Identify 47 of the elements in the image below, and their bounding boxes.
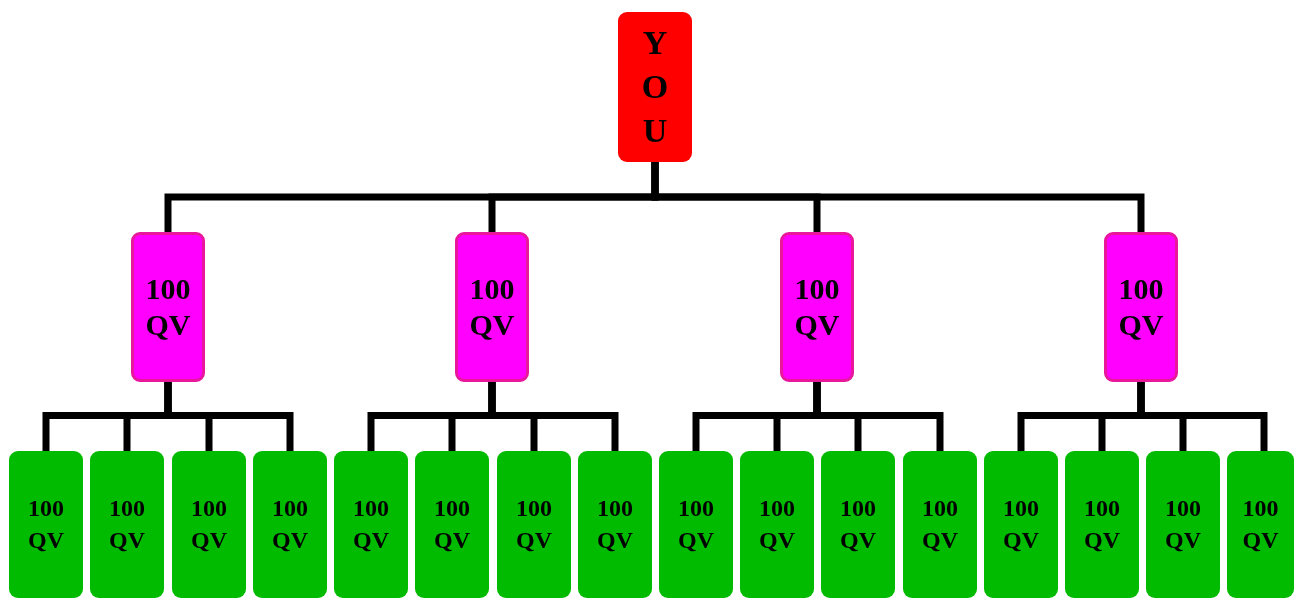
node-label: 100 QV [468,271,516,343]
member-box [1227,451,1294,598]
node-label: 100 QV [433,494,471,555]
node-label: 100 QV [144,271,192,343]
level-one-box [455,232,529,382]
node-label: 100 QV [1241,494,1280,555]
member-box [740,451,814,598]
node-label: 100 QV [921,494,959,555]
connector-line [1137,382,1268,451]
level-one-box [131,232,205,382]
member-box [821,451,895,598]
connector-line [164,382,294,451]
level-one-box [780,232,854,382]
node-label: 100 QV [1002,494,1040,555]
node-label: 100 QV [352,494,390,555]
member-box [1065,451,1139,598]
node-label: 100 QV [677,494,715,555]
node-label: YOU [640,22,670,152]
member-box [415,451,489,598]
node-label: 100 QV [515,494,553,555]
member-box [497,451,571,598]
connector-line [651,162,1145,232]
node-label: 100 QV [1083,494,1121,555]
member-box [253,451,327,598]
node-label: 100 QV [1117,271,1165,343]
root-box [618,12,692,162]
member-box [984,451,1058,598]
member-box [9,451,83,598]
node-label: 100 QV [839,494,877,555]
member-box [172,451,246,598]
node-label: 100 QV [108,494,146,555]
member-box [578,451,652,598]
node-label: 100 QV [596,494,634,555]
node-label: 100 QV [793,271,841,343]
member-box [903,451,977,598]
connector-line [813,382,944,451]
member-box [334,451,408,598]
node-label: 100 QV [758,494,796,555]
node-label: 100 QV [27,494,65,555]
node-label: 100 QV [190,494,228,555]
connector-line [488,382,619,451]
node-label: 100 QV [1164,494,1202,555]
member-box [90,451,164,598]
member-box [1146,451,1220,598]
member-box [659,451,733,598]
level-one-box [1104,232,1178,382]
node-label: 100 QV [271,494,309,555]
